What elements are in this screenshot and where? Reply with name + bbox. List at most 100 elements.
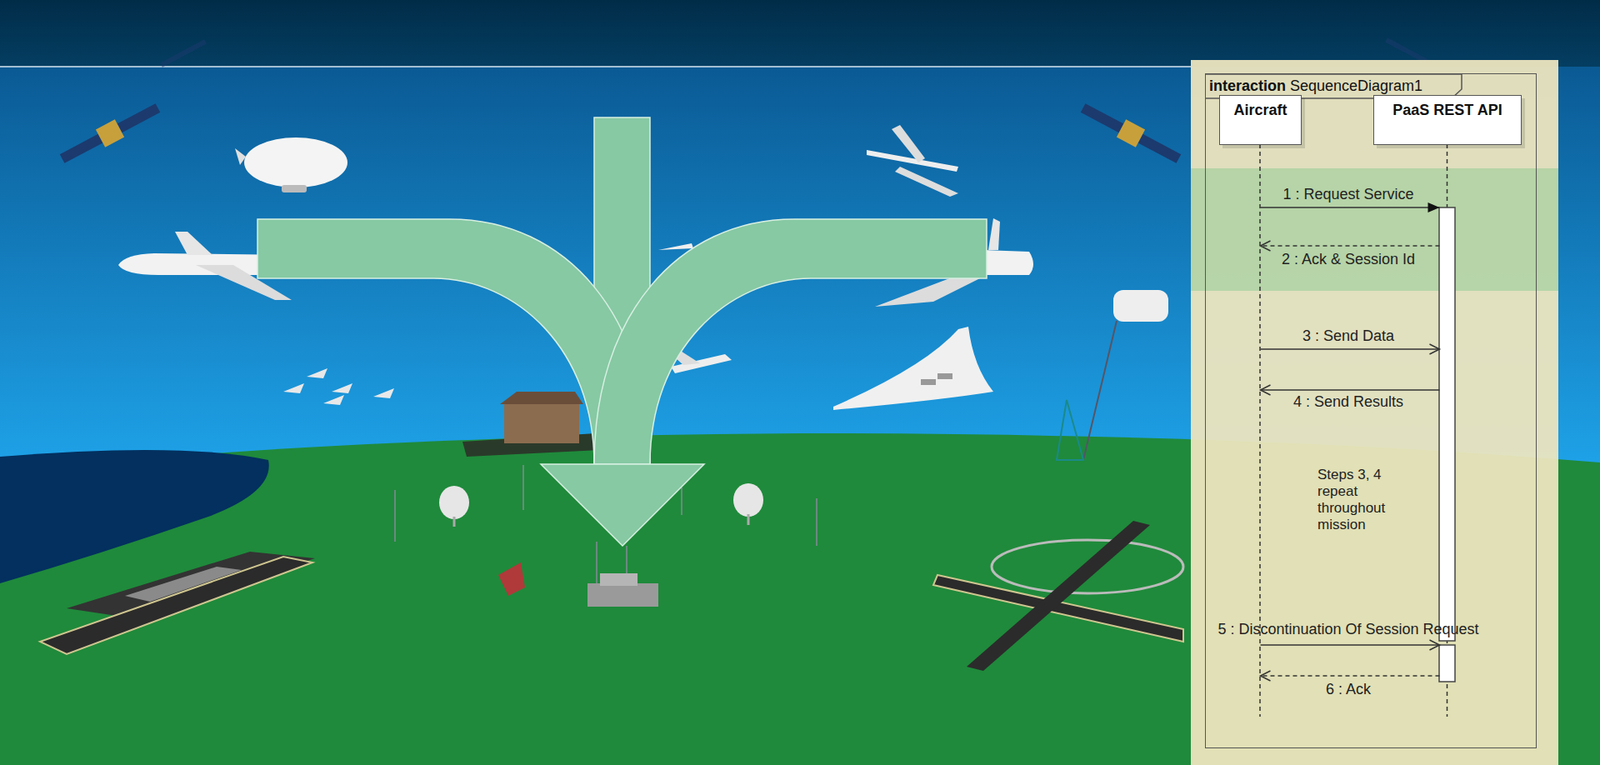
engine	[920, 379, 936, 385]
airship-envelope	[244, 137, 348, 188]
tail	[988, 218, 1000, 250]
message-arrow	[1260, 344, 1440, 355]
message-arrow	[1260, 240, 1440, 251]
airship-fin	[235, 148, 246, 165]
dish	[439, 485, 470, 520]
highlight-band	[1190, 168, 1559, 291]
wing	[895, 166, 959, 197]
arrow-head	[540, 464, 705, 546]
dish	[733, 483, 764, 517]
drone-swarm	[283, 368, 395, 405]
interaction-frame: interactionSequenceDiagram1Aircraft PaaS …	[1205, 73, 1537, 749]
header-line	[0, 65, 1191, 68]
runway-left	[40, 551, 315, 655]
roof	[500, 391, 584, 405]
arrow-branch	[594, 219, 987, 465]
runway	[966, 520, 1150, 671]
solar-panel	[117, 103, 161, 133]
drone	[331, 383, 353, 394]
engine	[937, 373, 953, 380]
drone	[373, 388, 395, 399]
building	[600, 573, 638, 586]
tethered-aerostat	[1056, 290, 1169, 460]
note-text: Steps 3, 4 repeat throughout mission	[1317, 466, 1398, 534]
convergence-arrow	[257, 117, 987, 546]
terminal	[125, 566, 242, 602]
message-arrow	[1260, 202, 1440, 213]
tail	[175, 231, 213, 255]
message-label: 1 : Request Service	[1282, 185, 1414, 204]
message-line	[1260, 206, 1440, 209]
lifeline-box: Aircraft	[1219, 95, 1302, 145]
mast	[453, 516, 456, 527]
arrow-head	[1428, 202, 1440, 213]
dish-antenna	[439, 485, 470, 527]
blended-wing-aircraft	[833, 326, 994, 410]
panel-background	[1190, 60, 1559, 765]
satellite-body	[1116, 119, 1145, 147]
tower	[522, 465, 525, 510]
wing	[891, 125, 925, 163]
radar	[498, 562, 525, 596]
arrow-head	[1260, 385, 1271, 395]
airship	[235, 137, 348, 193]
satellite	[57, 99, 163, 168]
lifeline-name: PaaS REST API	[1374, 101, 1521, 120]
lifeline-box: PaaS REST API	[1373, 95, 1522, 145]
satellite-body	[95, 119, 125, 147]
activation-bar	[1439, 645, 1455, 682]
message-arrow	[1260, 670, 1440, 681]
message-line	[1260, 675, 1440, 677]
message-label: 6 : Ack	[1325, 680, 1371, 699]
solar-panel	[160, 39, 207, 67]
wing	[875, 275, 984, 307]
arrow-branch	[257, 219, 650, 465]
ground-station	[587, 573, 659, 607]
arrow-head	[1430, 640, 1440, 650]
tower	[394, 490, 396, 542]
building	[587, 583, 659, 607]
message-line	[1260, 245, 1440, 247]
message-line	[1260, 348, 1440, 350]
dish-antenna	[733, 483, 764, 525]
activation-bar	[1439, 207, 1455, 641]
runway	[40, 556, 313, 655]
house	[462, 391, 600, 457]
wing-body	[833, 326, 994, 410]
runway	[933, 575, 1184, 642]
wing	[658, 243, 694, 250]
tower	[815, 498, 818, 546]
solar-panel	[1080, 103, 1125, 133]
frame-keyword: interaction	[1209, 77, 1286, 95]
solar-panel	[60, 134, 104, 164]
satellite	[160, 39, 207, 67]
mast	[747, 514, 750, 525]
satellite	[1078, 99, 1184, 168]
pylon	[1056, 400, 1084, 460]
message-label: 3 : Send Data	[1302, 326, 1395, 345]
drone	[323, 395, 345, 405]
top-band	[0, 0, 1600, 67]
tower	[680, 487, 683, 515]
arrow-head	[1430, 344, 1440, 355]
tower	[595, 541, 598, 584]
house-wall	[504, 401, 580, 444]
runway-right	[933, 520, 1184, 671]
airship-gondola	[281, 185, 307, 193]
drone	[306, 368, 328, 379]
arrow-head	[1260, 670, 1271, 681]
aerostat	[1113, 290, 1169, 322]
uav	[866, 125, 959, 197]
frame-name: SequenceDiagram1	[1290, 77, 1423, 95]
message-label: 5 : Discontinuation Of Session Request	[1217, 620, 1479, 639]
towers	[395, 465, 817, 584]
frame-heading: interactionSequenceDiagram1	[1209, 77, 1423, 95]
arrow-head	[1260, 240, 1271, 251]
message-label: 4 : Send Results	[1293, 392, 1404, 411]
lifeline-name: Aircraft	[1220, 101, 1301, 120]
drone	[283, 383, 305, 394]
message-line	[1260, 389, 1440, 391]
solar-panel	[1138, 134, 1182, 164]
